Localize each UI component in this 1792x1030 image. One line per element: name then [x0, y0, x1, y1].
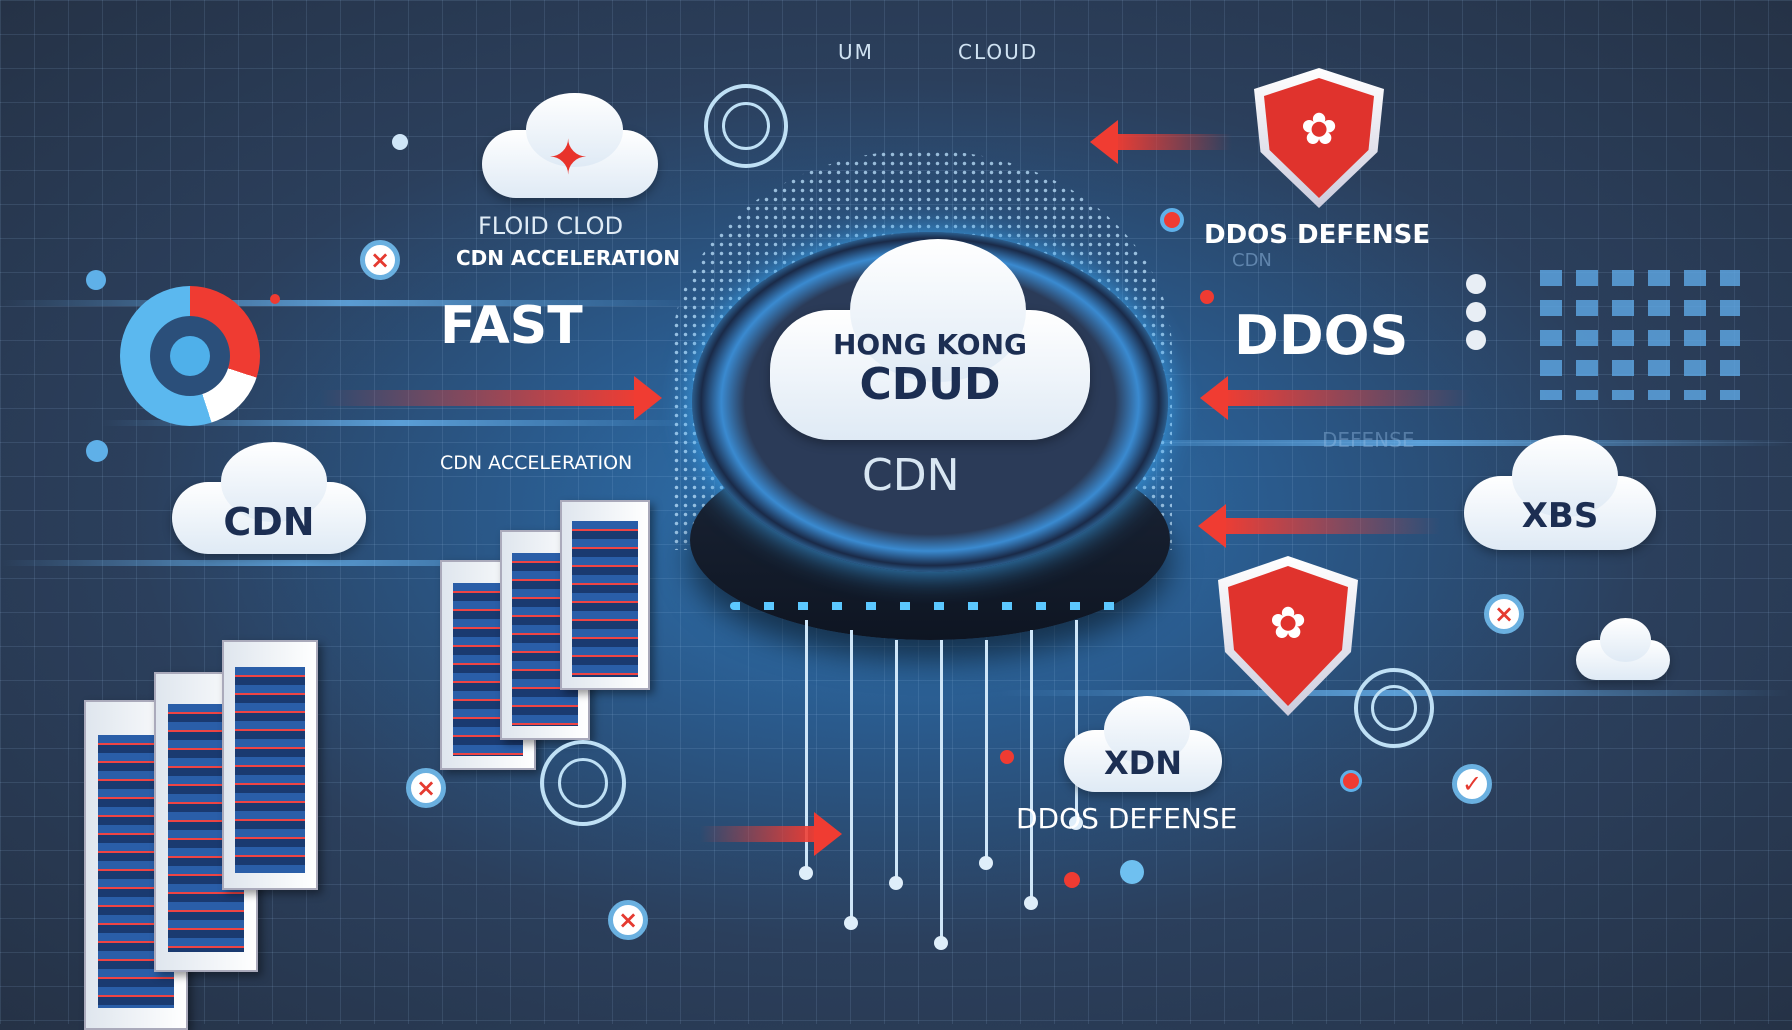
- fast-label: FAST: [440, 296, 583, 356]
- ddos-defense-bottom-label: DDOS DEFENSE: [1016, 802, 1238, 835]
- data-blocks: [1540, 270, 1740, 400]
- circuit-line: [934, 640, 948, 950]
- status-dot: [1064, 872, 1080, 888]
- arrow-right: [320, 376, 662, 420]
- arrow-left: [1200, 376, 1472, 420]
- status-dot: [1466, 274, 1486, 294]
- xdn-label: XDN: [1103, 744, 1182, 782]
- status-dot: [1000, 750, 1014, 764]
- xbs-label: XBS: [1521, 496, 1599, 536]
- header-cloud: CLOUD: [958, 40, 1039, 64]
- status-dot: [1340, 770, 1362, 792]
- cdn-acceleration-title: CDN ACCELERATION: [456, 246, 681, 270]
- light-streak: [100, 420, 700, 426]
- cdn-center-label: CDN: [862, 450, 960, 501]
- pie-chart-icon: [120, 286, 260, 426]
- circuit-line: [1069, 620, 1083, 830]
- cdn-cloud-label: CDN: [223, 500, 315, 544]
- close-icon: ×: [608, 900, 648, 940]
- header-um: UM: [838, 40, 874, 64]
- close-icon: ×: [406, 768, 446, 808]
- status-dot: [86, 440, 108, 462]
- ship-wheel-icon: [704, 84, 788, 168]
- faint-defense-label: DEFENSE: [1322, 428, 1415, 452]
- circuit-line: [889, 640, 903, 890]
- check-icon: ✓: [1452, 764, 1492, 804]
- small-cloud-icon: [1576, 618, 1670, 680]
- arrow-left: [1198, 504, 1440, 548]
- circuit-line: [844, 630, 858, 930]
- server-rack-icon: [222, 640, 318, 890]
- arrow-left: [1090, 120, 1232, 164]
- status-dot: [1466, 302, 1486, 322]
- status-dot: [1466, 330, 1486, 350]
- cdn-acceleration-label: CDN ACCELERATION: [440, 452, 633, 474]
- close-icon: ×: [1484, 594, 1524, 634]
- floid-clod-label: FLOID CLOD: [478, 212, 624, 240]
- cdud-label: CDUD: [859, 359, 1001, 410]
- cloud-star-icon: ✦: [482, 92, 658, 198]
- circuit-line: [979, 640, 993, 870]
- faint-cdn-label: CDN: [1232, 250, 1272, 271]
- status-dot: [1160, 208, 1184, 232]
- light-streak: [0, 300, 700, 306]
- close-icon: ×: [360, 240, 400, 280]
- status-dot: [270, 294, 280, 304]
- circuit-line: [799, 620, 813, 880]
- ship-wheel-icon: [540, 740, 626, 826]
- status-dot: [392, 134, 408, 150]
- ship-wheel-icon: [1354, 668, 1434, 748]
- circuit-line: [1024, 630, 1038, 910]
- light-streak: [1050, 440, 1790, 446]
- cdn-cloud: CDN: [172, 442, 366, 554]
- status-dot: [86, 270, 106, 290]
- light-streak: [0, 560, 600, 566]
- xbs-cloud: XBS: [1464, 435, 1656, 550]
- hong-kong-cloud: HONG KONG CDUD: [770, 238, 1090, 440]
- status-dot: [1120, 860, 1144, 884]
- xdn-cloud: XDN: [1064, 695, 1222, 792]
- ddos-label: DDOS: [1234, 304, 1409, 367]
- status-dot: [1200, 290, 1214, 304]
- hong-kong-label: HONG KONG: [832, 328, 1028, 361]
- server-rack-icon: [560, 500, 650, 690]
- ddos-defense-title: DDOS DEFENSE: [1204, 220, 1431, 250]
- arrow-right: [700, 812, 842, 856]
